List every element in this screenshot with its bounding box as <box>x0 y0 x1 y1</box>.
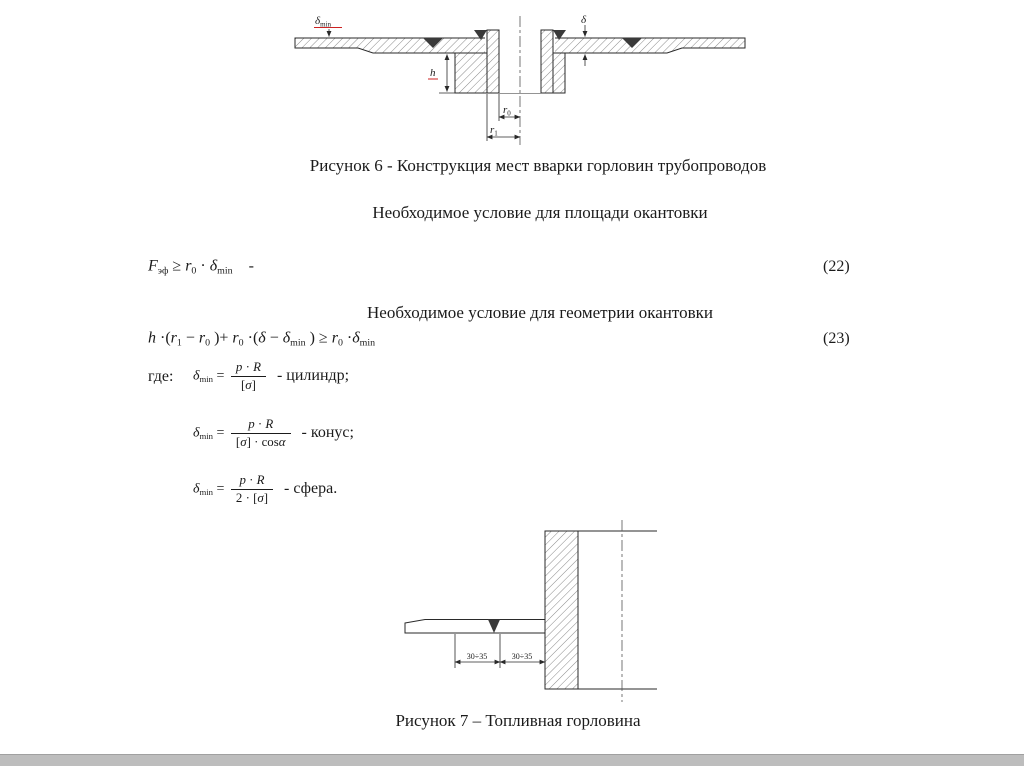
flange-plate <box>404 619 546 634</box>
dimension-r1: r1 <box>486 94 521 141</box>
figure6-caption: Рисунок 6 - Конструкция мест вварки горл… <box>309 156 767 175</box>
neck-outline <box>578 530 657 690</box>
cylinder-formula-row: δmin = p · R[σ] - цилиндр; <box>193 352 349 400</box>
slide-footer-bar <box>0 754 1024 766</box>
area-condition-title: Необходимое условие для площади окантовк… <box>372 203 708 222</box>
dimension-delta: δ <box>581 14 588 66</box>
weld-seam-marks <box>423 30 642 48</box>
dimension-30-35: 30÷35 30÷35 <box>454 634 546 668</box>
geometry-condition-title: Необходимое условие для геометрии оканто… <box>367 303 713 322</box>
h-label: h <box>430 67 436 79</box>
equation-22-row: Fэф ≥ r0 · δmin - (22) <box>0 252 1024 282</box>
dimension-h: h <box>428 54 456 94</box>
dim-right-label: 30÷35 <box>512 652 532 661</box>
r1-label: r1 <box>490 124 498 138</box>
equation-23-number: (23) <box>823 330 850 347</box>
dim-left-label: 30÷35 <box>467 652 487 661</box>
figure7-drawing: 30÷35 30÷35 <box>404 520 657 702</box>
pipe-walls <box>486 29 554 94</box>
where-label: где: <box>148 368 174 385</box>
cone-formula: δmin = p · R[σ] · cosα <box>193 417 294 450</box>
dimension-r0: r0 <box>498 94 521 121</box>
tank-wall-section <box>544 530 579 690</box>
r0-label: r0 <box>503 104 511 118</box>
delta-min-label: δmin <box>315 15 332 29</box>
cone-formula-suffix: - конус; <box>301 424 354 441</box>
figure7-caption: Рисунок 7 – Топливная горловина <box>395 711 641 730</box>
cylinder-formula: δmin = p · R[σ] <box>193 360 269 393</box>
dimension-delta-min: δmin <box>314 15 342 37</box>
equation-22-number: (22) <box>823 258 850 275</box>
weld-seam-mark <box>488 619 500 633</box>
cone-formula-row: δmin = p · R[σ] · cosα - конус; <box>193 409 354 457</box>
cylinder-formula-suffix: - цилиндр; <box>276 367 350 384</box>
equation-22: Fэф ≥ r0 · δmin - <box>148 257 254 277</box>
sphere-formula-suffix: - сфера. <box>284 480 338 497</box>
figure6-drawing: δmin δ h r0 r1 <box>294 14 746 145</box>
equation-23: h ·(r1 − r0 )+ r0 ·(δ − δmin ) ≥ r0 ·δmi… <box>148 329 376 349</box>
delta-label: δ <box>581 14 587 26</box>
equation-23-row: h ·(r1 − r0 )+ r0 ·(δ − δmin ) ≥ r0 ·δmi… <box>0 324 1024 354</box>
